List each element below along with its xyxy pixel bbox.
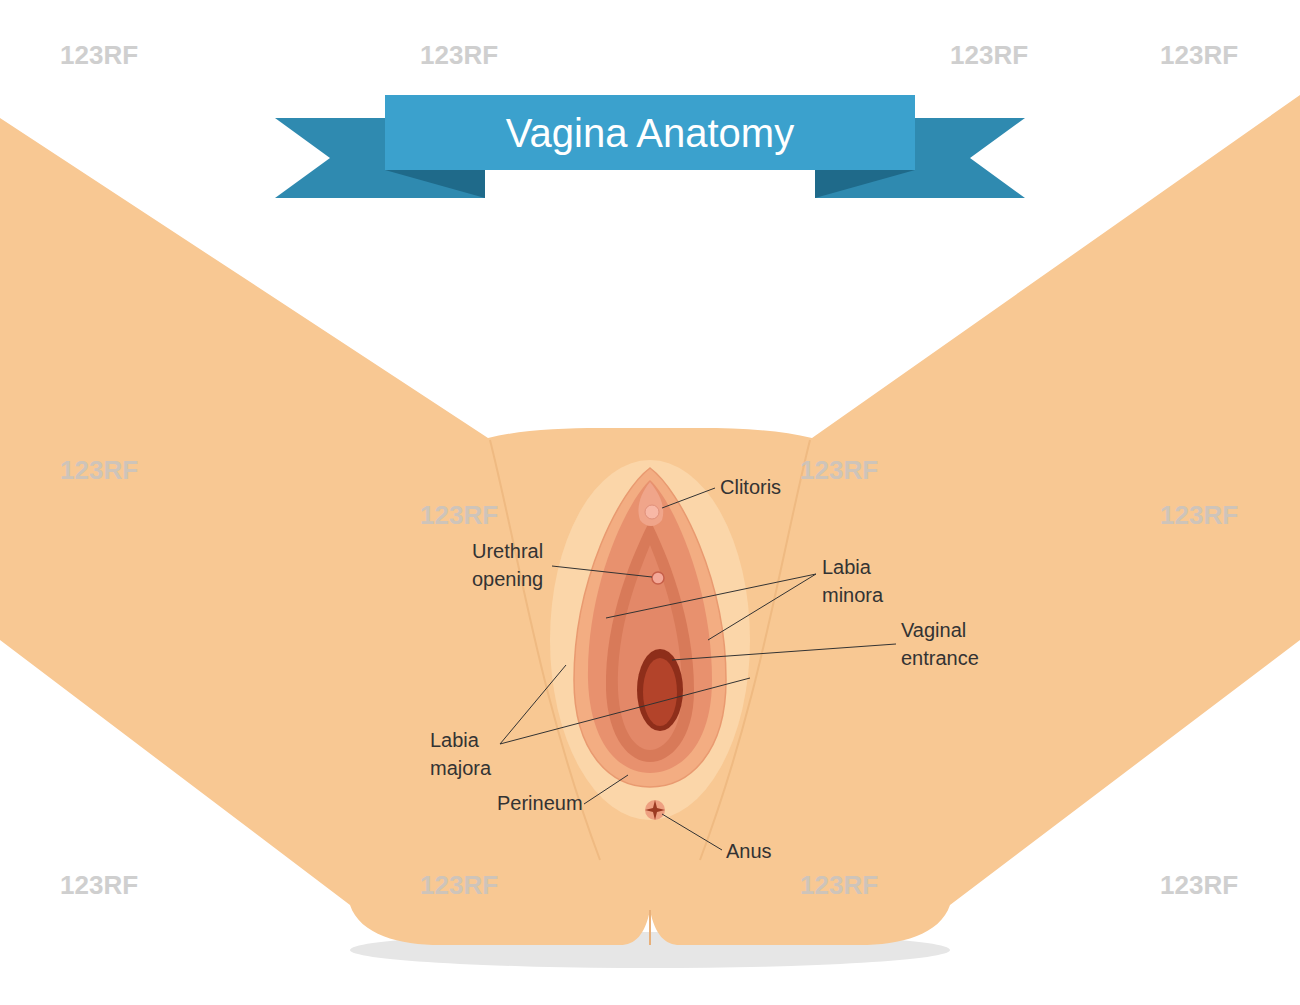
part-label: Vaginal entrance [901, 616, 996, 672]
watermark: 123RF [420, 500, 498, 530]
clitoral-hood [638, 482, 663, 526]
vestibule-inner [618, 545, 682, 750]
labia-majora-glow [550, 460, 750, 820]
title-text: Vagina Anatomy [385, 97, 915, 169]
anus [645, 800, 665, 820]
vaginal-entrance [643, 658, 677, 726]
clitoris [645, 505, 659, 519]
part-label: Labia majora [430, 726, 512, 782]
vestibule [606, 520, 694, 762]
watermark: 123RF [1160, 870, 1238, 900]
part-label: Anus [726, 837, 772, 865]
ribbon-fold [815, 170, 915, 198]
part-label: Labia minora [822, 553, 904, 609]
labia-majora [574, 468, 726, 787]
buttock-cleft [649, 910, 651, 945]
part-label: Urethral opening [472, 537, 562, 593]
vaginal-entrance-rim [637, 649, 683, 731]
watermark: 123RF [800, 455, 878, 485]
watermark: 123RF [800, 870, 878, 900]
watermark: 123RF [420, 870, 498, 900]
part-label: Clitoris [720, 473, 781, 501]
watermark: 123RF [1160, 40, 1238, 70]
watermark: 123RF [950, 40, 1028, 70]
ribbon-band [385, 95, 915, 170]
watermark: 123RF [60, 40, 138, 70]
ribbon-fold [385, 170, 485, 198]
watermark: 123RF [1160, 500, 1238, 530]
watermark: 123RF [60, 870, 138, 900]
labia-minora [588, 480, 712, 773]
part-label: Perineum [497, 789, 583, 817]
urethral-opening [652, 572, 664, 584]
watermark: 123RF [420, 40, 498, 70]
anus-star [645, 800, 665, 820]
body-skin [0, 95, 1300, 945]
watermark: 123RF [60, 455, 138, 485]
